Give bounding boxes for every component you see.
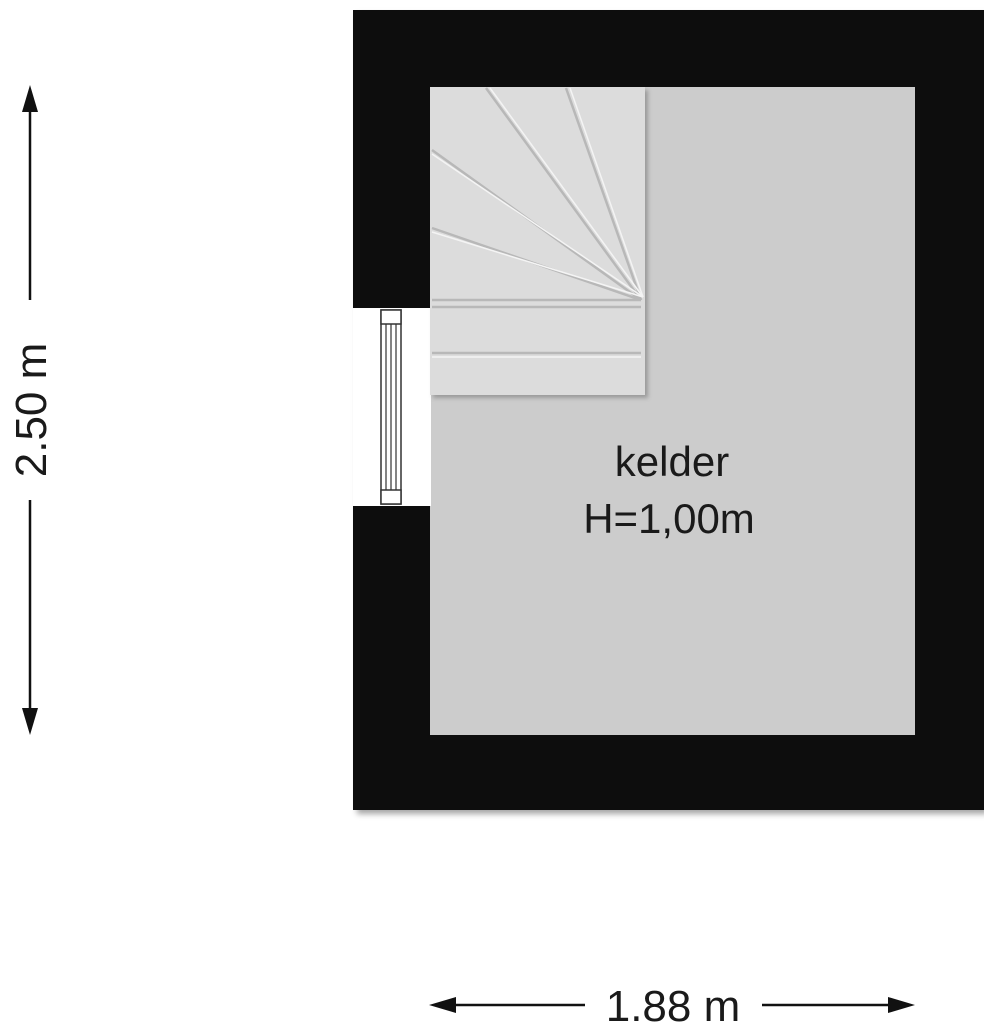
arrow-up-icon — [22, 85, 38, 112]
room-height: H=1,00m — [583, 495, 755, 542]
width-dimension-label: 1.88 m — [606, 982, 741, 1030]
height-dimension: 2.50 m — [7, 85, 56, 735]
window — [353, 308, 431, 506]
width-dimension: 1.88 m — [429, 982, 915, 1030]
height-dimension-label: 2.50 m — [7, 343, 56, 478]
arrow-left-icon — [429, 997, 456, 1013]
arrow-right-icon — [888, 997, 915, 1013]
staircase — [430, 87, 645, 395]
room-name: kelder — [615, 438, 729, 485]
arrow-down-icon — [22, 708, 38, 735]
